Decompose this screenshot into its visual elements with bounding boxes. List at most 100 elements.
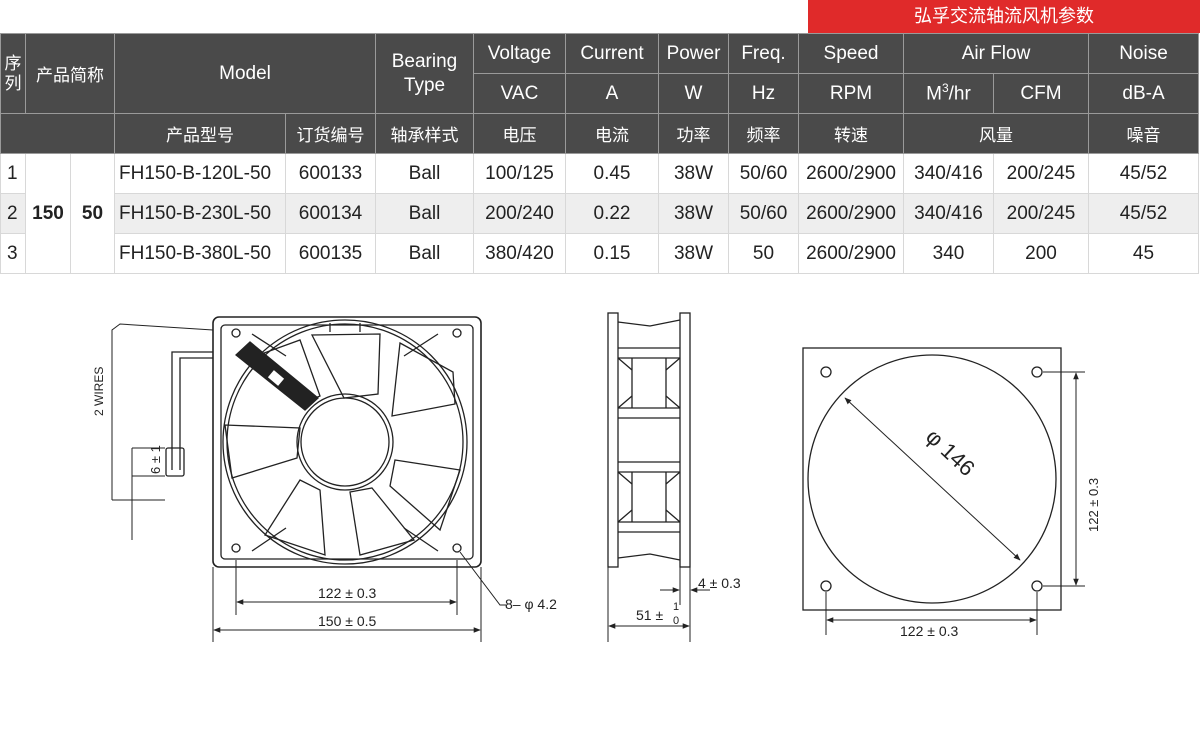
- spec-table: 序列 产品简称 Model Bearing Type Voltage Curre…: [0, 33, 1199, 274]
- cn-power: 功率: [658, 113, 729, 154]
- row-m3hr: 340/416: [903, 153, 994, 194]
- header-row-1: 序列 产品简称 Model Bearing Type Voltage Curre…: [0, 33, 1199, 114]
- row-noise: 45: [1088, 233, 1199, 274]
- wire-length-label: 6 ± 1: [148, 445, 163, 474]
- unit-cfm: CFM: [993, 73, 1089, 114]
- row-bearing: Ball: [375, 193, 474, 234]
- row-current: 0.45: [565, 153, 659, 194]
- table-row: 3 FH150-B-380L-50 600135 Ball 380/420 0.…: [0, 233, 1199, 274]
- row-m3hr: 340: [903, 233, 994, 274]
- cn-airflow: 风量: [903, 113, 1089, 154]
- row-freq: 50/60: [728, 153, 799, 194]
- back-vertical-spacing: 122 ± 0.3: [1086, 478, 1101, 532]
- cn-speed: 转速: [798, 113, 904, 154]
- front-width: 150 ± 0.5: [318, 613, 376, 629]
- table-row: 2 FH150-B-230L-50 600134 Ball 200/240 0.…: [0, 193, 1199, 234]
- dimension-drawings: 2 WIRES 6 ± 1 122 ± 0.3 150 ± 0.5 8– φ 4…: [92, 312, 1101, 642]
- unit-vac: VAC: [473, 73, 566, 114]
- header-speed: Speed: [798, 33, 904, 74]
- cn-voltage: 电压: [473, 113, 566, 154]
- cn-current: 电流: [565, 113, 659, 154]
- cn-model: 产品型号: [114, 113, 286, 154]
- row-voltage: 100/125: [473, 153, 566, 194]
- row-current: 0.22: [565, 193, 659, 234]
- row-bearing: Ball: [375, 153, 474, 194]
- front-hole-spacing: 122 ± 0.3: [318, 585, 376, 601]
- mount-hole-icon: [231, 543, 241, 553]
- table-row: 1 150 50 FH150-B-120L-50 600133 Ball 100…: [0, 153, 1199, 274]
- unit-rpm: RPM: [798, 73, 904, 114]
- row-seq: 1: [0, 153, 26, 194]
- fan-front-view: [111, 316, 506, 642]
- header-empty: [0, 113, 115, 154]
- mount-hole-icon: [1031, 366, 1043, 378]
- header-model: Model: [114, 33, 376, 114]
- cn-noise: 噪音: [1088, 113, 1199, 154]
- unit-m3hr: M3/hr: [903, 73, 994, 114]
- row-power: 38W: [658, 233, 729, 274]
- side-depth: 51 ±: [636, 607, 663, 623]
- row-speed: 2600/2900: [798, 193, 904, 234]
- row-order: 600134: [285, 193, 376, 234]
- short-thickness: 50: [70, 153, 115, 274]
- header-freq: Freq.: [728, 33, 799, 74]
- row-speed: 2600/2900: [798, 153, 904, 194]
- header-row-2: VAC A W Hz RPM M3/hr CFM dB-A: [1, 73, 1199, 114]
- header-voltage: Voltage: [473, 33, 566, 74]
- unit-dba: dB-A: [1088, 73, 1199, 114]
- header-bearing: Bearing Type: [375, 33, 474, 114]
- back-diameter: φ 146: [921, 424, 980, 481]
- row-seq: 3: [0, 233, 26, 274]
- back-horizontal-spacing: 122 ± 0.3: [900, 623, 958, 639]
- row-voltage: 380/420: [473, 233, 566, 274]
- cn-order: 订货编号: [285, 113, 376, 154]
- unit-hz: Hz: [728, 73, 799, 114]
- row-order: 600133: [285, 153, 376, 194]
- mount-hole-icon: [452, 543, 462, 553]
- unit-a: A: [565, 73, 659, 114]
- wires-label: 2 WIRES: [92, 367, 106, 416]
- row-model: FH150-B-120L-50: [114, 153, 286, 194]
- mount-hole-icon: [820, 580, 832, 592]
- row-cfm: 200/245: [993, 153, 1089, 194]
- row-m3hr: 340/416: [903, 193, 994, 234]
- table-title: 弘孚交流轴流风机参数: [914, 6, 1094, 27]
- row-voltage: 200/240: [473, 193, 566, 234]
- row-power: 38W: [658, 193, 729, 234]
- row-model: FH150-B-230L-50: [114, 193, 286, 234]
- row-freq: 50/60: [728, 193, 799, 234]
- title-banner: [808, 0, 1200, 33]
- row-model: FH150-B-380L-50: [114, 233, 286, 274]
- side-tolerance-minus: 0: [673, 615, 679, 627]
- row-bearing: Ball: [375, 233, 474, 274]
- header-noise: Noise: [1088, 33, 1199, 74]
- header-current: Current: [565, 33, 659, 74]
- header-power: Power: [658, 33, 729, 74]
- header-airflow: Air Flow: [903, 33, 1089, 74]
- header-row-3: 产品型号 订货编号 轴承样式 电压 电流 功率 频率 转速 风量 噪音: [0, 113, 1199, 154]
- cn-bearing: 轴承样式: [375, 113, 474, 154]
- header-seq: 序列: [0, 33, 26, 114]
- row-current: 0.15: [565, 233, 659, 274]
- title-bar: 弘孚交流轴流风机参数: [0, 0, 1200, 33]
- row-cfm: 200/245: [993, 193, 1089, 234]
- mount-hole-icon: [452, 328, 462, 338]
- side-tolerance-plus: 1: [673, 601, 679, 613]
- row-speed: 2600/2900: [798, 233, 904, 274]
- row-freq: 50: [728, 233, 799, 274]
- row-cfm: 200: [993, 233, 1089, 274]
- row-noise: 45/52: [1088, 153, 1199, 194]
- row-seq: 2: [0, 193, 26, 234]
- side-flange-thickness: 4 ± 0.3: [698, 575, 741, 591]
- short-size: 150: [25, 153, 71, 274]
- mount-hole-icon: [820, 366, 832, 378]
- mount-hole-icon: [231, 328, 241, 338]
- fan-back-view: [802, 347, 1085, 635]
- row-noise: 45/52: [1088, 193, 1199, 234]
- fan-side-view: [607, 312, 710, 642]
- unit-w: W: [658, 73, 729, 114]
- row-order: 600135: [285, 233, 376, 274]
- holes-spec: 8– φ 4.2: [505, 596, 557, 612]
- header-short-name: 产品简称: [25, 33, 115, 114]
- cn-freq: 频率: [728, 113, 799, 154]
